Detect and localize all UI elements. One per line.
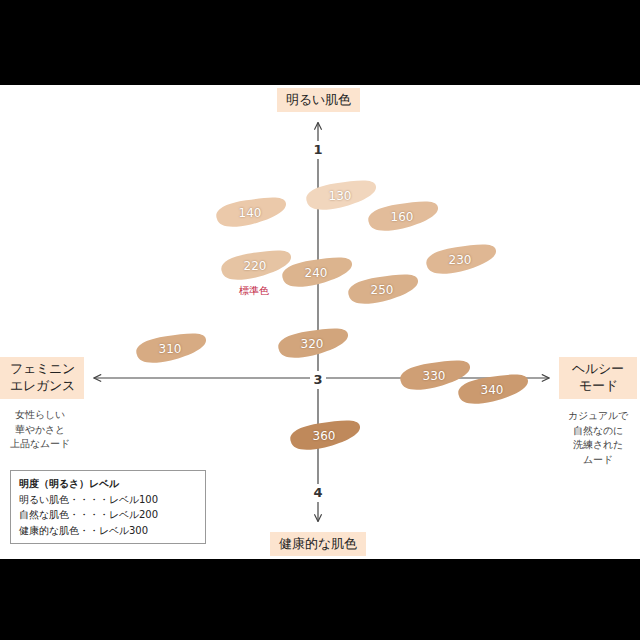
shade-number: 360 xyxy=(286,418,362,454)
axis-label-box: 明るい肌色 xyxy=(277,88,360,113)
shade-number: 250 xyxy=(344,272,420,308)
shade-number: 340 xyxy=(454,372,530,408)
shade-swatch: 130 xyxy=(302,178,378,214)
shade-swatch: 360 xyxy=(286,418,362,454)
shade-number: 130 xyxy=(302,178,378,214)
shade-number: 160 xyxy=(364,199,440,235)
axis-number: 4 xyxy=(310,484,325,503)
shade-swatch: 310 xyxy=(132,331,208,367)
axis-line xyxy=(317,122,318,521)
shade-swatch: 160 xyxy=(364,199,440,235)
shade-swatch: 220 xyxy=(217,248,293,284)
shade-number: 310 xyxy=(132,331,208,367)
axis-label: ヘルシー モード xyxy=(568,361,628,395)
legend-line: 健康的な肌色・・レベル300 xyxy=(19,523,215,539)
axis-label: 健康的な肌色 xyxy=(279,536,357,553)
shade-swatch: 240 xyxy=(278,255,354,291)
shade-swatch: 140 xyxy=(212,195,288,231)
legend-line: 自然な肌色・・・・レベル200 xyxy=(19,507,215,523)
mood-note: 女性らしい 華やかさと 上品なムード xyxy=(4,408,76,452)
shade-number: 320 xyxy=(274,326,350,362)
axis-label-box: ヘルシー モード xyxy=(559,357,637,399)
shade-swatch: 250 xyxy=(344,272,420,308)
shade-number: 220 xyxy=(217,248,293,284)
shade-number: 240 xyxy=(278,255,354,291)
axis-label: フェミニン エレガンス xyxy=(9,361,75,395)
legend-line: 明るい肌色・・・・レベル100 xyxy=(19,492,215,508)
shade-number: 230 xyxy=(422,242,498,278)
shade-swatch: 230 xyxy=(422,242,498,278)
shade-swatch: 340 xyxy=(454,372,530,408)
axis-label-box: フェミニン エレガンス xyxy=(0,357,84,399)
standard-note: 標準色 xyxy=(239,284,269,299)
level-legend-box: 明度（明るさ）レベル明るい肌色・・・・レベル100自然な肌色・・・・レベル200… xyxy=(10,470,206,544)
legend-line: 明度（明るさ）レベル xyxy=(19,476,215,492)
shade-swatch: 320 xyxy=(274,326,350,362)
axis-number: 3 xyxy=(310,371,325,390)
mood-note: カジュアルで 自然なのに 洗練された ムード xyxy=(562,409,634,467)
axis-label: 明るい肌色 xyxy=(286,92,351,109)
shade-number: 140 xyxy=(212,195,288,231)
axis-label-box: 健康的な肌色 xyxy=(270,532,366,557)
axis-number: 1 xyxy=(310,141,325,160)
